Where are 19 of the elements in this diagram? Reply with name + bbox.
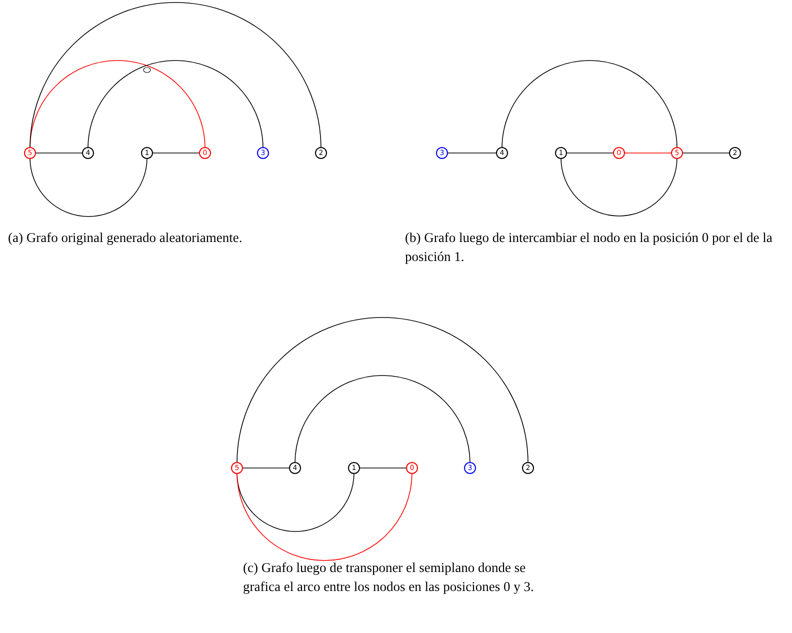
- edge-line: [682, 152, 730, 154]
- subfigure-caption: (b) Grafo luego de intercambiar el nodo en la posición 0 por el de la posición 1.: [405, 229, 774, 266]
- edge-line: [624, 152, 672, 154]
- edge-arc: [88, 60, 264, 148]
- subfigure-caption: (a) Grafo original generado aleatoriamente.: [8, 229, 244, 247]
- edge-arc: [236, 472, 354, 532]
- edge-arc: [236, 472, 412, 561]
- edge-line: [446, 152, 498, 154]
- edge-arc: [236, 317, 528, 464]
- edge-arc: [30, 2, 322, 148]
- edge-line: [152, 152, 200, 154]
- edge-arc: [560, 158, 678, 216]
- edge-arc: [294, 375, 470, 464]
- edge-arc: [30, 60, 206, 148]
- edge-arc: [30, 158, 148, 217]
- edge-arc: [502, 60, 678, 148]
- subfigure-caption: (c) Grafo luego de transponer el semiplano donde se grafica el arco entre los nodos en las posiciones 0 y 3.: [243, 559, 535, 596]
- edge-line: [34, 152, 84, 154]
- edge-line: [566, 152, 614, 154]
